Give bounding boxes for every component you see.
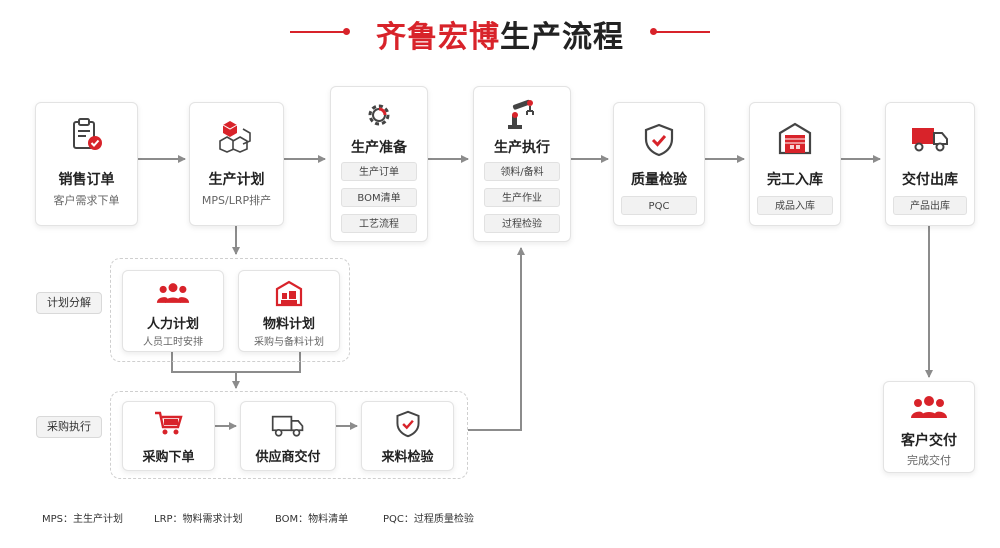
shield-check-icon <box>614 123 704 157</box>
card-incoming-inspection[interactable]: 来料检验 <box>361 401 454 471</box>
card-title: 采购下单 <box>142 450 195 465</box>
title-dot-right <box>650 28 657 35</box>
chip-production-order: 生产订单 <box>341 162 417 181</box>
arrow-split-purchase <box>171 352 301 388</box>
card-subtitle: 采购与备料计划 <box>254 337 324 348</box>
step-title: 销售订单 <box>58 172 115 188</box>
step-warehouse-in[interactable]: 完工入库 成品入库 <box>749 102 841 226</box>
gear-icon <box>331 99 427 131</box>
legend-mps: MPS：主生产计划 <box>42 514 124 525</box>
legend-lrp: LRP：物料需求计划 <box>154 514 243 525</box>
card-subtitle: 人员工时安排 <box>143 337 203 348</box>
page-title: 齐鲁宏博生产流程 <box>0 12 1000 56</box>
step-title: 客户交付 <box>901 433 957 449</box>
card-title: 物料计划 <box>262 317 315 332</box>
step-subtitle: MPS/LRP排产 <box>201 194 272 207</box>
truck-icon <box>241 414 335 438</box>
card-title: 来料检验 <box>381 450 434 465</box>
people-icon <box>884 394 974 420</box>
factory-icon <box>239 279 339 307</box>
warehouse-icon <box>750 121 840 155</box>
step-title: 完工入库 <box>767 172 823 188</box>
title-rest: 生产流程 <box>500 20 624 55</box>
step-quality-check[interactable]: 质量检验 PQC <box>613 102 705 226</box>
step-customer-delivery[interactable]: 客户交付 完成交付 <box>883 381 975 473</box>
robot-arm-icon <box>474 97 570 131</box>
card-supplier-delivery[interactable]: 供应商交付 <box>240 401 336 471</box>
step-title: 生产计划 <box>208 172 265 188</box>
label-purchase: 采购执行 <box>36 416 102 438</box>
legend-pqc: PQC：过程质量检验 <box>383 514 474 525</box>
card-title: 人力计划 <box>146 317 199 332</box>
card-title: 供应商交付 <box>255 450 321 465</box>
chip-finished-goods-in: 成品入库 <box>757 196 833 215</box>
step-production-prep[interactable]: 生产准备 生产订单 BOM清单 工艺流程 <box>330 86 428 242</box>
title-dot-left <box>343 28 350 35</box>
step-title: 质量检验 <box>631 172 687 188</box>
card-labor-plan[interactable]: 人力计划 人员工时安排 <box>122 270 224 352</box>
step-warehouse-out[interactable]: 交付出库 产品出库 <box>885 102 975 226</box>
boxes-icon <box>190 117 283 153</box>
step-subtitle: 完成交付 <box>907 454 951 467</box>
step-title: 生产准备 <box>351 140 407 156</box>
truck-icon <box>886 125 974 153</box>
arrow-incoming-exec <box>468 247 525 431</box>
step-title: 生产执行 <box>494 140 550 156</box>
chip-process: 工艺流程 <box>341 214 417 233</box>
step-production-exec[interactable]: 生产执行 领料/备料 生产作业 过程检验 <box>473 86 571 242</box>
title-accent: 齐鲁宏博 <box>376 20 500 55</box>
cart-icon <box>123 410 214 436</box>
shield-check-icon <box>362 410 453 438</box>
group-purchase <box>110 391 468 479</box>
people-icon <box>123 281 223 305</box>
clipboard-check-icon <box>36 117 137 153</box>
chip-production-work: 生产作业 <box>484 188 560 207</box>
chip-material-pick: 领料/备料 <box>484 162 560 181</box>
chip-product-out: 产品出库 <box>893 196 967 215</box>
card-material-plan[interactable]: 物料计划 采购与备料计划 <box>238 270 340 352</box>
step-subtitle: 客户需求下单 <box>53 194 120 207</box>
group-plan-split <box>110 258 350 362</box>
step-production-plan[interactable]: 生产计划 MPS/LRP排产 <box>189 102 284 226</box>
label-plan-split: 计划分解 <box>36 292 102 314</box>
chip-process-inspection: 过程检验 <box>484 214 560 233</box>
step-title: 交付出库 <box>902 172 958 188</box>
legend-bom: BOM：物料清单 <box>275 514 349 525</box>
card-purchase-order[interactable]: 采购下单 <box>122 401 215 471</box>
title-line-left <box>290 31 346 33</box>
title-line-right <box>654 31 710 33</box>
chip-pqc: PQC <box>621 196 697 215</box>
step-sales-order[interactable]: 销售订单 客户需求下单 <box>35 102 138 226</box>
chip-bom: BOM清单 <box>341 188 417 207</box>
